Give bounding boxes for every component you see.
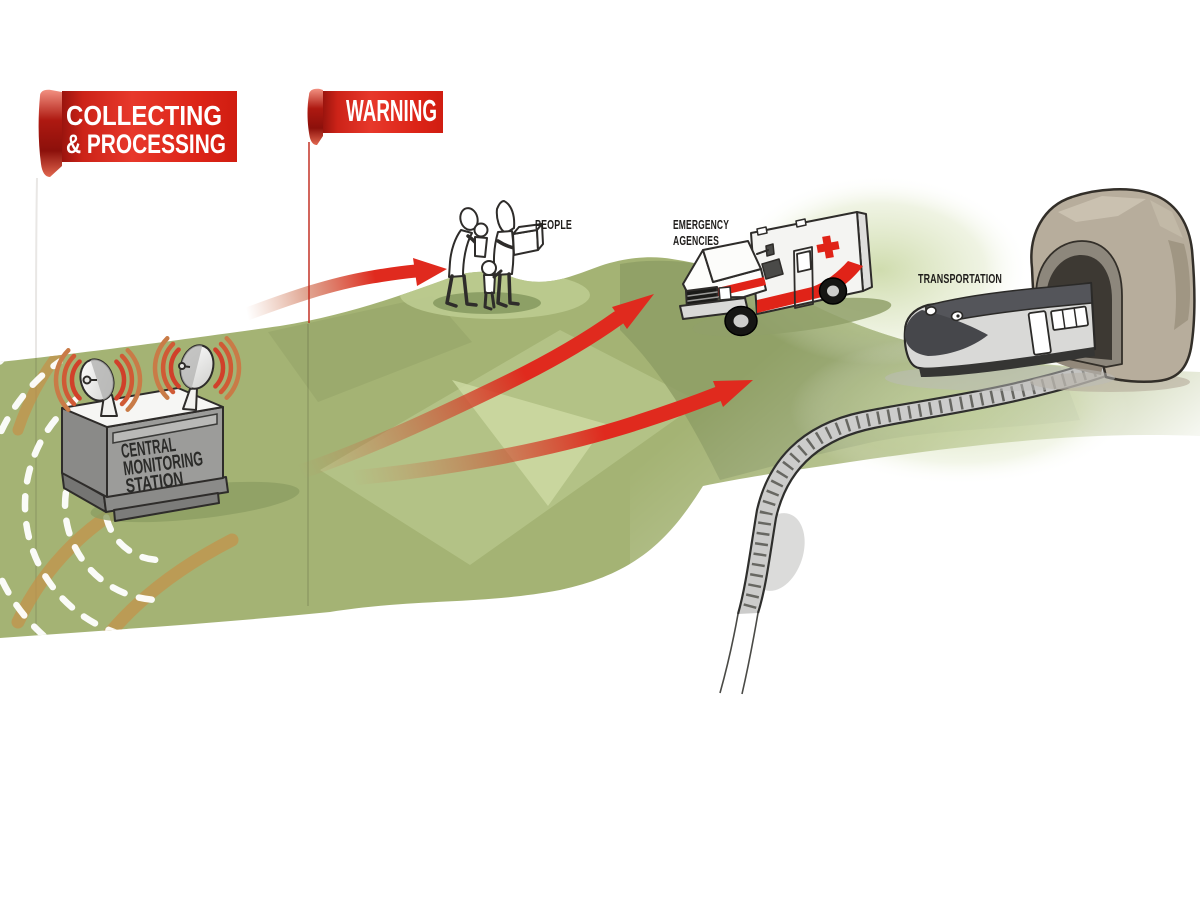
banner-ribbon [62, 91, 237, 162]
banner-warning-label: WARNING [346, 93, 437, 128]
train-skirt [919, 347, 1095, 377]
banner-collecting-line1: COLLECTING [66, 100, 222, 131]
red-cross-icon [816, 235, 840, 259]
central-monitoring-station: CENTRAL MONITORING STATION [53, 336, 300, 523]
train-windows [1050, 305, 1089, 331]
banner-fold [38, 89, 62, 177]
ambulance-icon [679, 211, 892, 337]
train-door [1027, 310, 1052, 356]
people-label: PEOPLE [535, 218, 572, 232]
track-bed [738, 360, 1112, 614]
transportation-label: TRANSPORTATION [918, 272, 1002, 286]
ambulance-stripe [757, 261, 863, 313]
banner-collecting-line2: & PROCESSING [66, 129, 226, 159]
agencies-label-line2: AGENCIES [673, 234, 719, 248]
ambulance-wheels [724, 277, 848, 337]
rail-inner [756, 372, 1113, 614]
arrowhead [413, 258, 447, 286]
banner-fold [307, 88, 323, 145]
arrowhead [612, 294, 654, 329]
ambulance-windshield [702, 240, 762, 283]
agencies-label-line1: EMERGENCY [673, 218, 729, 232]
warning-arrows [240, 258, 753, 486]
banner-card-edge [35, 177, 38, 357]
people-shadow [433, 292, 541, 314]
arrow-to-agencies [292, 294, 654, 480]
satellite-dish-left-icon [79, 358, 118, 417]
arrowhead [713, 380, 753, 407]
arrow-to-transportation [344, 380, 753, 486]
train-icon [885, 281, 1115, 391]
terrain-patch-dark-left [268, 296, 472, 402]
ambulance-door [793, 246, 814, 309]
arrow-to-people [240, 258, 447, 321]
stage-banner-warning: WARNING [307, 88, 443, 323]
station-pedestal-step [113, 492, 220, 522]
stage-banner-collecting: COLLECTING & PROCESSING [35, 89, 237, 357]
banner-ribbon [323, 91, 443, 133]
satellite-dish-right-icon [178, 344, 215, 411]
train-nose [904, 310, 988, 356]
ambulance-headlight [718, 286, 732, 301]
station-vent-slot [112, 413, 218, 444]
people-illustration [433, 200, 544, 314]
terrain-patch-bright [452, 380, 606, 506]
ambulance-side-window [761, 258, 784, 280]
train-headlight-left [925, 306, 937, 316]
track-ties [741, 360, 1108, 615]
signal-waves-icon [53, 336, 242, 412]
